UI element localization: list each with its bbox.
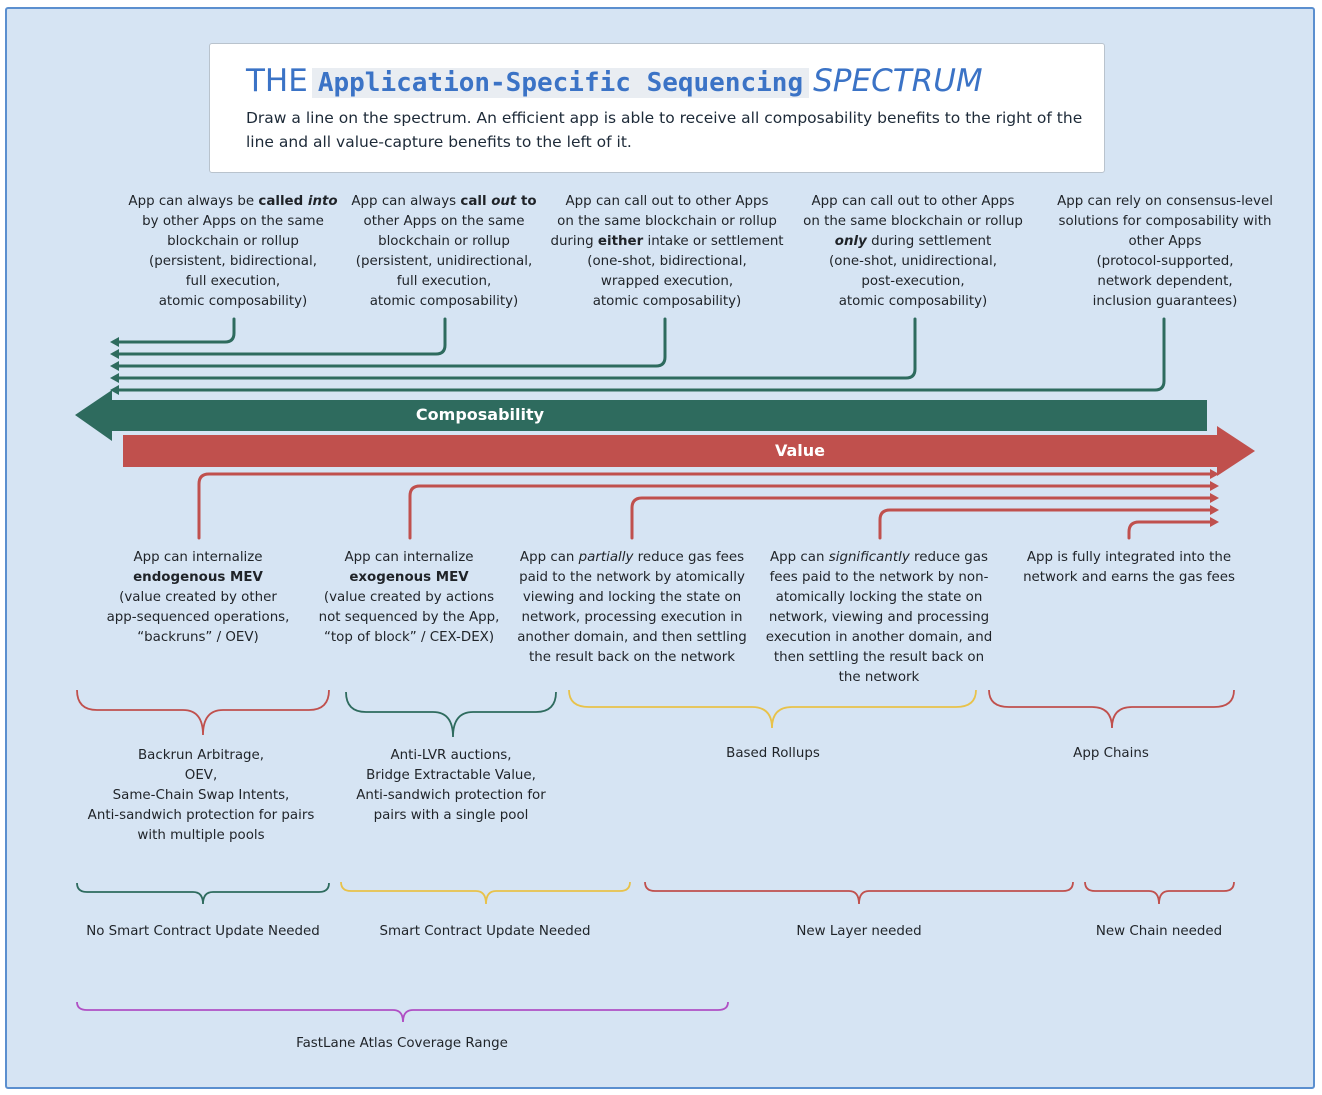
brace-group1-3 [568,689,977,729]
value-desc-4: App can significantly reduce gas fees pa… [765,550,993,685]
comp-arrowhead-3 [110,361,119,371]
group2-label-1: No Smart Contract Update Needed [86,924,320,939]
comp-connector-3 [115,317,667,368]
value-desc-1: App can internalize endogenous MEV (valu… [106,550,290,645]
value-arrowhead-5 [1210,517,1219,527]
value-desc-3: App can partially reduce gas fees paid t… [517,550,747,665]
value-connector-1 [197,472,1214,540]
comp-desc-4: App can call out to other Apps on the sa… [803,194,1023,309]
group3-label-1: FastLane Atlas Coverage Range [296,1036,508,1051]
comp-desc-1: App can always be called into by other A… [128,194,338,309]
composability-label: Composability [415,405,545,424]
group1-label-4: App Chains [1073,746,1149,761]
value-desc-5: App is fully integrated into the network… [1023,550,1235,585]
value-connector-4 [878,508,1214,540]
brace-group2-4 [1084,881,1235,905]
comp-connector-1 [115,317,236,344]
group2-label-2: Smart Contract Update Needed [379,924,591,939]
brace-group3-1 [76,1001,729,1023]
comp-desc-2: App can always call out to other Apps on… [351,194,537,309]
group1-label-2: Anti-LVR auctions, Bridge Extractable Va… [356,748,546,823]
title-prefix: THE [246,63,308,99]
value-arrowhead-3 [1210,493,1219,503]
value-arrowhead-4 [1210,505,1219,515]
brace-group2-2 [340,881,631,905]
group1-label-3: Based Rollups [726,746,820,761]
comp-desc-5: App can rely on consensus-level solution… [1057,194,1273,309]
value-label: Value [774,441,826,460]
comp-arrowhead-5 [110,385,119,395]
value-connector-2 [408,484,1214,540]
comp-arrowhead-4 [110,373,119,383]
comp-arrowhead-2 [110,349,119,359]
value-connector-3 [630,496,1214,540]
brace-group1-4 [988,689,1235,729]
value-connector-5 [1127,520,1214,540]
comp-connector-2 [115,317,447,356]
diagram-frame [5,7,1315,1089]
value-desc-2: App can internalize exogenous MEV (value… [318,550,500,645]
brace-group2-3 [644,881,1074,905]
comp-desc-3: App can call out to other Apps on the sa… [550,194,784,309]
composability-bar [75,390,1207,441]
value-arrowhead-2 [1210,481,1219,491]
comp-connector-4 [115,317,917,380]
group2-label-3: New Layer needed [796,924,922,939]
comp-arrowhead-1 [110,337,119,347]
brace-group1-1 [76,689,330,736]
group1-label-1: Backrun Arbitrage, OEV, Same-Chain Swap … [87,748,315,843]
value-bar [123,426,1255,476]
brace-group1-2 [345,691,557,738]
title-highlight: Application-Specific Sequencing [311,68,810,98]
value-arrowhead-1 [1210,469,1219,479]
comp-connector-5 [115,317,1166,392]
brace-group2-1 [76,882,330,905]
title-suffix: SPECTRUM [813,63,983,99]
group2-label-4: New Chain needed [1095,924,1223,939]
page-subtitle: Draw a line on the spectrum. An efficien… [246,109,1083,151]
